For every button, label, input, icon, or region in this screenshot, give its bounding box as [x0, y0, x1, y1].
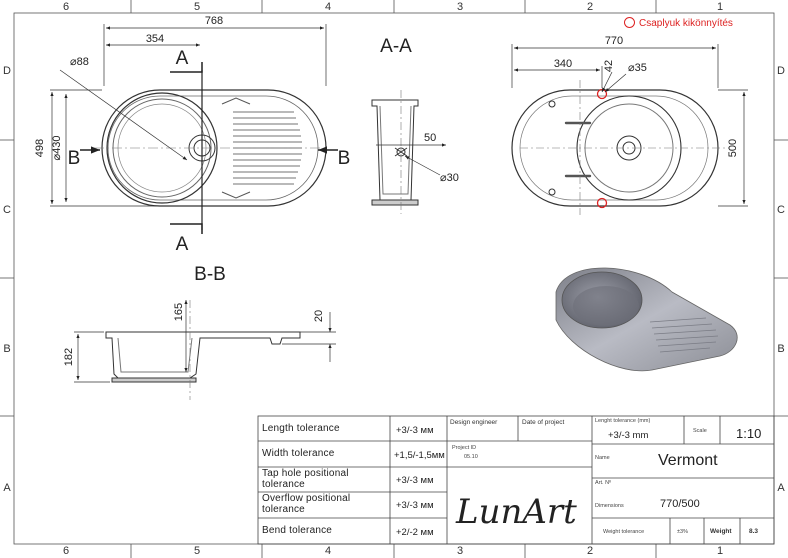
legend-label: Csaplyuk kikönnyítés	[639, 18, 733, 29]
dim-42: 42	[603, 60, 615, 72]
grid-col-top-6: 6	[63, 1, 69, 13]
top-view	[94, 70, 327, 230]
weight-value: 8.3	[749, 528, 759, 535]
length-tolerance-mm-label: Lenght tolerance (mm)	[595, 418, 651, 424]
cut-b-left: B	[68, 148, 81, 169]
weight-tolerance-value: ±3%	[677, 529, 688, 535]
tolerance-value-bend: +2/-2 мм	[396, 527, 434, 538]
weight-label: Weight	[710, 528, 732, 535]
scale-label: Scale	[693, 428, 707, 434]
project-id-label: Project ID	[452, 445, 477, 451]
grid-col-bottom-4: 4	[325, 545, 331, 557]
section-bb-view	[105, 300, 301, 400]
lunart-signature: LunArt	[456, 492, 577, 532]
grid-col-bottom-2: 2	[587, 545, 593, 557]
grid-col-top-4: 4	[325, 1, 331, 13]
grid-row-left-c: C	[3, 204, 11, 216]
grid-col-bottom-6: 6	[63, 545, 69, 557]
weight-tolerance-label: Weight tolerance	[603, 529, 645, 535]
dim-dia-35: ⌀35	[628, 62, 647, 74]
tolerance-value-tap-hole: +3/-3 мм	[396, 475, 434, 486]
name-label: Name	[595, 455, 610, 461]
dim-498: 498	[34, 139, 46, 157]
tolerance-label-overflow: Overflow positional tolerance	[262, 493, 351, 515]
section-bb-label: B-B	[194, 264, 226, 285]
scale-value: 1:10	[736, 426, 762, 441]
grid-col-bottom-1: 1	[717, 545, 723, 557]
grid-col-bottom-3: 3	[457, 545, 463, 557]
section-bb-dimensions	[74, 300, 336, 383]
dim-bb-182: 182	[63, 348, 75, 366]
rear-view-dimensions	[511, 44, 748, 207]
dim-500: 500	[727, 139, 739, 157]
tolerance-value-length: +3/-3 мм	[396, 425, 434, 436]
dimensions-label: Dimensions	[595, 503, 624, 509]
cut-b-right: B	[338, 148, 351, 169]
dim-340: 340	[554, 58, 572, 70]
grid-col-top-3: 3	[457, 1, 463, 13]
grid-row-left-b: B	[3, 343, 10, 355]
grid-row-right-a: A	[777, 482, 785, 494]
dim-354: 354	[146, 33, 164, 45]
dim-dia-88: ⌀88	[70, 56, 89, 68]
grid-labels: 6 5 4 3 2 1 6 5 4 3 2 1 D C B A D C B A	[3, 1, 785, 557]
dimensions-value: 770/500	[660, 498, 700, 510]
length-tolerance-mm-value: +3/-3 mm	[608, 430, 649, 441]
art-number-label: Art. Nº	[595, 480, 612, 486]
dim-aa-dia-30: ⌀30	[440, 172, 459, 184]
rear-view	[511, 80, 730, 215]
title-block-grid	[257, 415, 775, 545]
top-view-dimensions	[50, 24, 338, 234]
grid-col-top-1: 1	[717, 1, 723, 13]
grid-col-top-5: 5	[194, 1, 200, 13]
dim-bb-165: 165	[173, 303, 185, 321]
dim-dia-430: ⌀430	[51, 136, 63, 161]
tolerance-label-length: Length tolerance	[262, 423, 340, 434]
tolerance-value-width: +1,5/-1,5мм	[394, 450, 445, 461]
tolerance-label-bend: Bend tolerance	[262, 525, 333, 536]
drainer-grooves	[233, 111, 302, 185]
dim-aa-50: 50	[424, 132, 436, 144]
overflow-legend: Csaplyuk kikönnyítés	[624, 17, 733, 29]
grid-row-right-c: C	[777, 204, 785, 216]
section-aa-view	[371, 90, 446, 214]
sink-name-value: Vermont	[658, 452, 718, 469]
grid-col-bottom-5: 5	[194, 545, 200, 557]
tolerance-value-overflow: +3/-3 мм	[396, 500, 434, 511]
dim-768: 768	[205, 15, 223, 27]
section-aa-label: A-A	[380, 36, 412, 57]
dim-770: 770	[605, 35, 623, 47]
tolerance-label-width: Width tolerance	[262, 448, 335, 459]
grid-row-left-d: D	[3, 65, 11, 77]
dim-bb-20: 20	[313, 310, 325, 322]
tolerance-label-tap-hole: Tap hole positional tolerance	[262, 468, 349, 490]
design-engineer-label: Design engineer	[450, 419, 498, 426]
sink-3d-render	[555, 267, 738, 372]
cut-a-bottom: A	[176, 234, 189, 255]
project-id-value: 05.10	[464, 454, 478, 460]
date-of-project-label: Date of project	[522, 419, 565, 426]
grid-row-right-b: B	[777, 343, 784, 355]
grid-row-right-d: D	[777, 65, 785, 77]
cut-a-top: A	[176, 48, 189, 69]
red-circle-icon	[624, 17, 635, 28]
grid-col-top-2: 2	[587, 1, 593, 13]
grid-row-left-a: A	[3, 482, 11, 494]
